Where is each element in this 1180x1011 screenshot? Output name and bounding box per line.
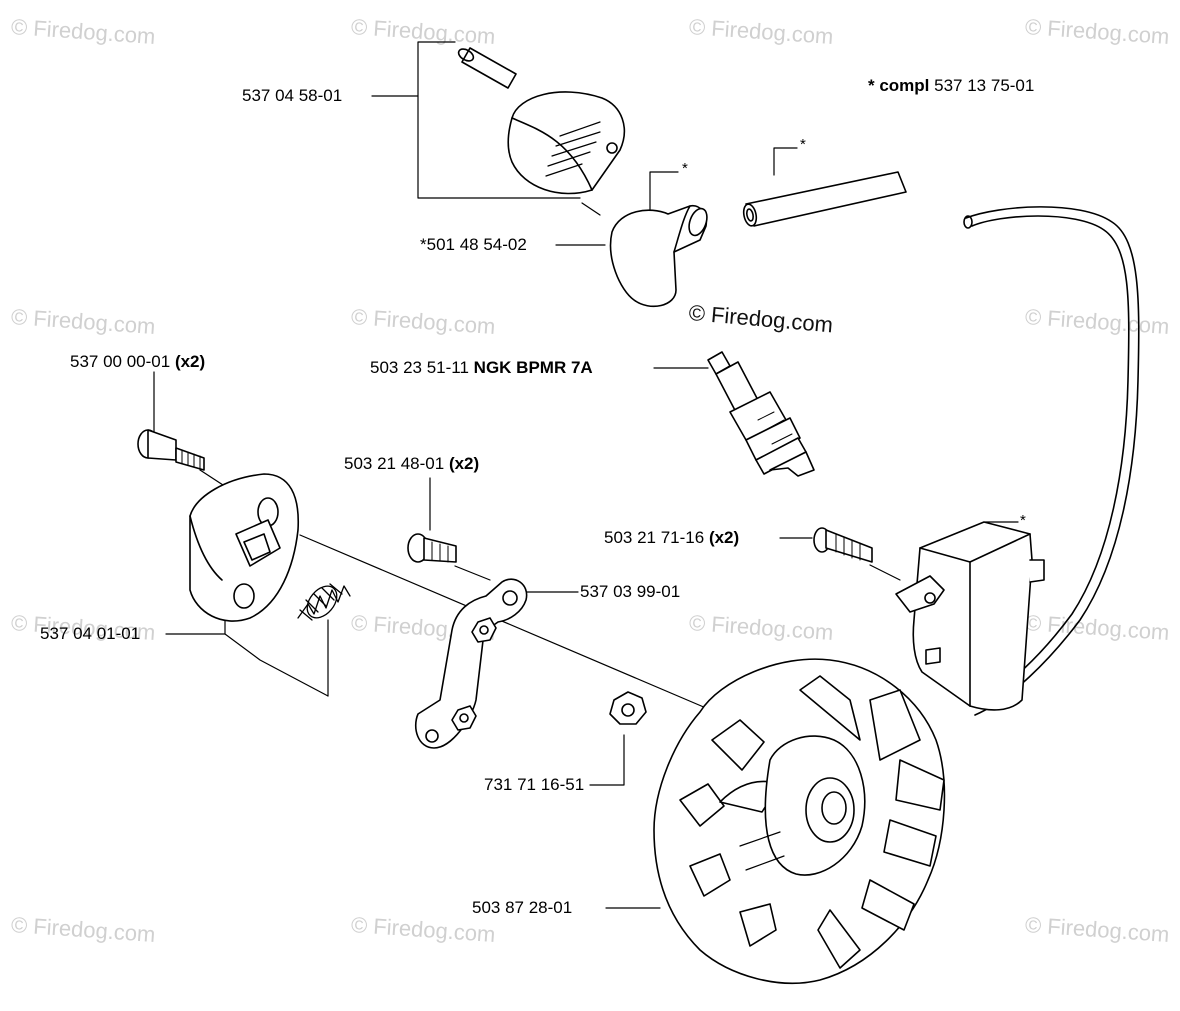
part-number: 537 04 01-01: [40, 624, 141, 643]
part-qty: (x2): [448, 454, 480, 473]
boot-cover-part: [507, 91, 626, 195]
spark-boot-part: [609, 204, 708, 308]
part-label-spark-plug: 503 23 51-11 NGK BPMR 7A: [370, 358, 593, 378]
part-number: 503 21 71-16: [604, 528, 705, 547]
part-number: 537 04 58-01: [242, 86, 343, 105]
part-number: 537 03 99-01: [580, 582, 681, 601]
ignition-wire: [963, 206, 1140, 716]
part-number: *501 48 54-02: [420, 235, 527, 254]
part-number: 503 23 51-11: [370, 358, 469, 377]
asterisk-marker: *: [682, 160, 688, 177]
nut-part: [609, 691, 647, 725]
tube-part: [742, 171, 907, 227]
compl-note: * compl 537 13 75-01: [868, 76, 1034, 96]
flywheel-part: [653, 658, 946, 984]
part-number: 731 71 16-51: [484, 775, 585, 794]
asterisk-marker: *: [1020, 512, 1026, 529]
ignition-module-part: [895, 521, 1045, 711]
screw-b-part: [407, 533, 457, 563]
screw-c-part: [813, 527, 873, 563]
part-label-screw-c: 503 21 71-16 (x2): [604, 528, 739, 548]
part-label-clutch: 537 04 01-01: [40, 624, 140, 644]
screw-a-part: [137, 429, 205, 471]
part-qty: NGK BPMR 7A: [473, 358, 593, 377]
pin-part: [457, 47, 517, 89]
part-label-bracket: 537 03 99-01: [580, 582, 680, 602]
compl-note-part: 537 13 75-01: [934, 76, 1035, 95]
part-label-flywheel: 503 87 28-01: [472, 898, 572, 918]
part-label-spark-boot: *501 48 54-02: [420, 235, 527, 255]
part-qty: (x2): [708, 528, 740, 547]
spring-part: [297, 583, 351, 621]
clutch-part: [189, 473, 300, 622]
spark-plug-part: [707, 351, 815, 477]
part-number: 503 21 48-01: [344, 454, 445, 473]
part-number: 503 87 28-01: [472, 898, 573, 917]
part-qty: (x2): [174, 352, 206, 371]
part-label-screw-b: 503 21 48-01 (x2): [344, 454, 479, 474]
part-label-nut: 731 71 16-51: [484, 775, 584, 795]
compl-note-prefix: * compl: [868, 76, 930, 95]
part-label-boot-cover: 537 04 58-01: [242, 86, 342, 106]
part-label-screw-a: 537 00 00-01 (x2): [70, 352, 205, 372]
asterisk-marker: *: [800, 136, 806, 153]
bracket-part: [414, 578, 528, 749]
part-number: 537 00 00-01: [70, 352, 171, 371]
